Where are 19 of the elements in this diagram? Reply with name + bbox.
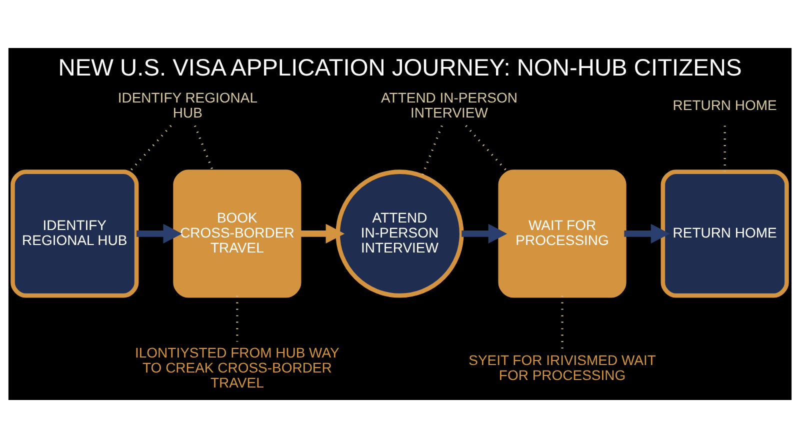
node-text: IDENTIFY REGIONAL HUB [118,88,258,120]
arrow [462,223,508,244]
connector [421,124,443,176]
node-circle: ATTEND IN-PERSON INTERVIEW [336,169,464,298]
node-text: RETURN HOME [672,96,777,112]
node-box: IDENTIFY REGIONAL HUB [10,169,139,298]
arrow [136,223,182,244]
arrow [624,223,670,244]
node-box: WAIT FOR PROCESSING [498,169,626,298]
node-box: RETURN HOME [660,169,789,298]
connector [465,124,508,172]
connector [128,124,172,172]
connector [194,124,214,172]
node-text: ATTEND IN-PERSON INTERVIEW [381,88,518,120]
diagram-title: NEW U.S. VISA APPLICATION JOURNEY: NON-HUB CITIZENS [58,55,742,82]
node-box: BOOK CROSS-BORDER TRAVEL [173,169,302,298]
node-text: ILONTIYSTED FROM HUB WAY TO CREAK CROSS-BORDER TRAVEL [135,344,340,390]
arrow [299,223,345,244]
node-text: SYEIT FOR IRIVISMED WAIT FOR PROCESSING [468,351,656,382]
